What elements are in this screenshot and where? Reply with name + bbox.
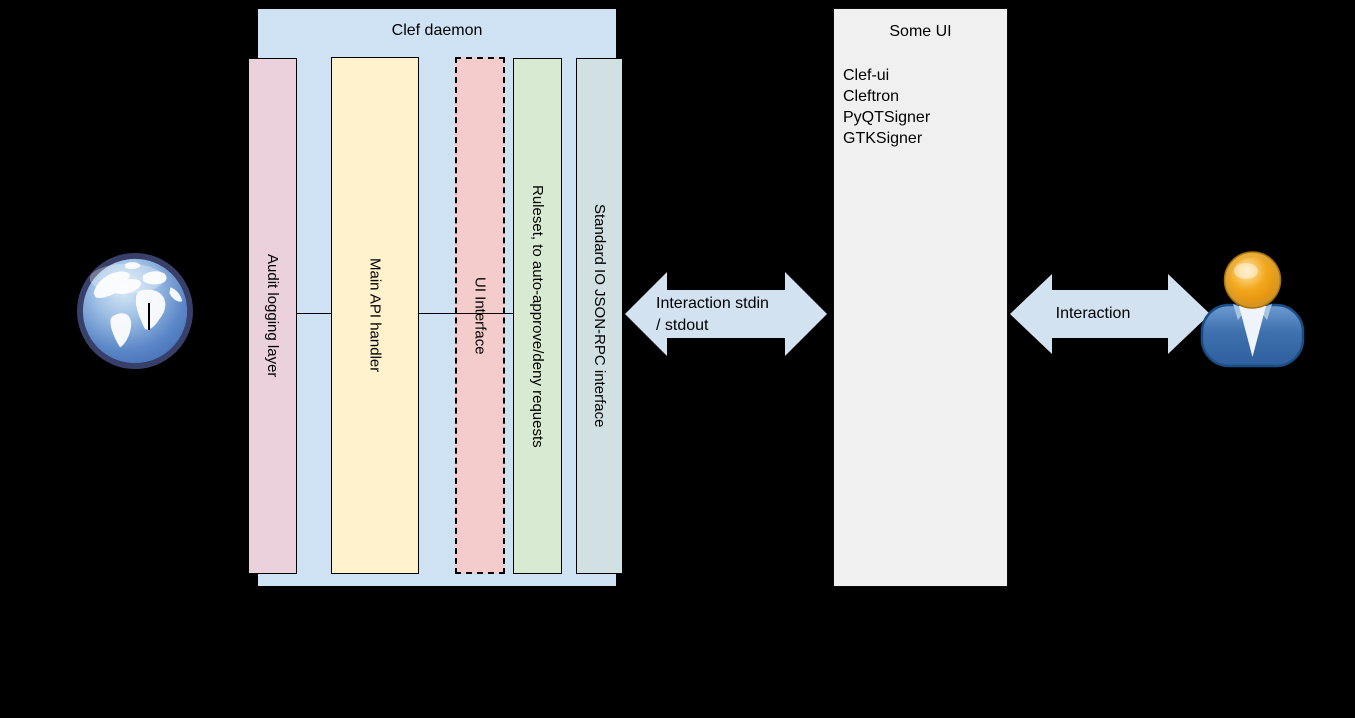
column-label: Audit logging layer	[264, 254, 281, 378]
column-stdio-jsonrpc-interface: Standard IO JSON-RPC interface	[576, 58, 623, 574]
double-arrow-shape	[1010, 274, 1210, 354]
globe-icon	[76, 252, 194, 370]
arrow-interaction: Interaction	[1005, 270, 1215, 358]
column-ruleset: Ruleset, to auto-approve/deny requests	[513, 58, 562, 574]
some-ui-title: Some UI	[889, 23, 952, 40]
connector-api-to-ruleset	[419, 313, 513, 314]
clef-daemon-box: Clef daemon	[257, 8, 617, 587]
arrow-label: Interaction	[1055, 305, 1131, 322]
arrow-label-line1: Interaction stdin	[656, 295, 769, 312]
clef-daemon-title: Clef daemon	[391, 22, 483, 39]
connector-audit-to-api	[297, 313, 331, 314]
list-item: PyQTSigner	[843, 109, 931, 126]
arrow-label-line2: / stdout	[656, 317, 709, 334]
list-item: GTKSigner	[843, 130, 923, 147]
list-item: Clef-ui	[843, 67, 890, 84]
arrow-label: Interaction stdin / stdout	[656, 293, 769, 337]
cursor-mark	[148, 303, 150, 330]
column-ui-interface: UI Interface	[455, 57, 505, 574]
column-main-api-handler: Main API handler	[331, 57, 419, 574]
arrow-stdin-stdout: Interaction stdin / stdout	[620, 270, 832, 358]
column-label: UI Interface	[471, 276, 489, 355]
some-ui-box: Some UI Clef-ui Cleftron PyQTSigner GTKS…	[833, 8, 1008, 587]
double-arrow-shape	[625, 272, 827, 356]
person-icon	[1200, 251, 1305, 368]
column-label: Standard IO JSON-RPC interface	[591, 204, 608, 428]
column-audit-logging-layer: Audit logging layer	[248, 58, 297, 574]
list-item: Cleftron	[843, 88, 900, 105]
column-label: Ruleset, to auto-approve/deny requests	[529, 184, 546, 448]
column-label: Main API handler	[366, 258, 384, 373]
some-ui-list: Clef-ui Cleftron PyQTSigner GTKSigner	[843, 65, 930, 149]
